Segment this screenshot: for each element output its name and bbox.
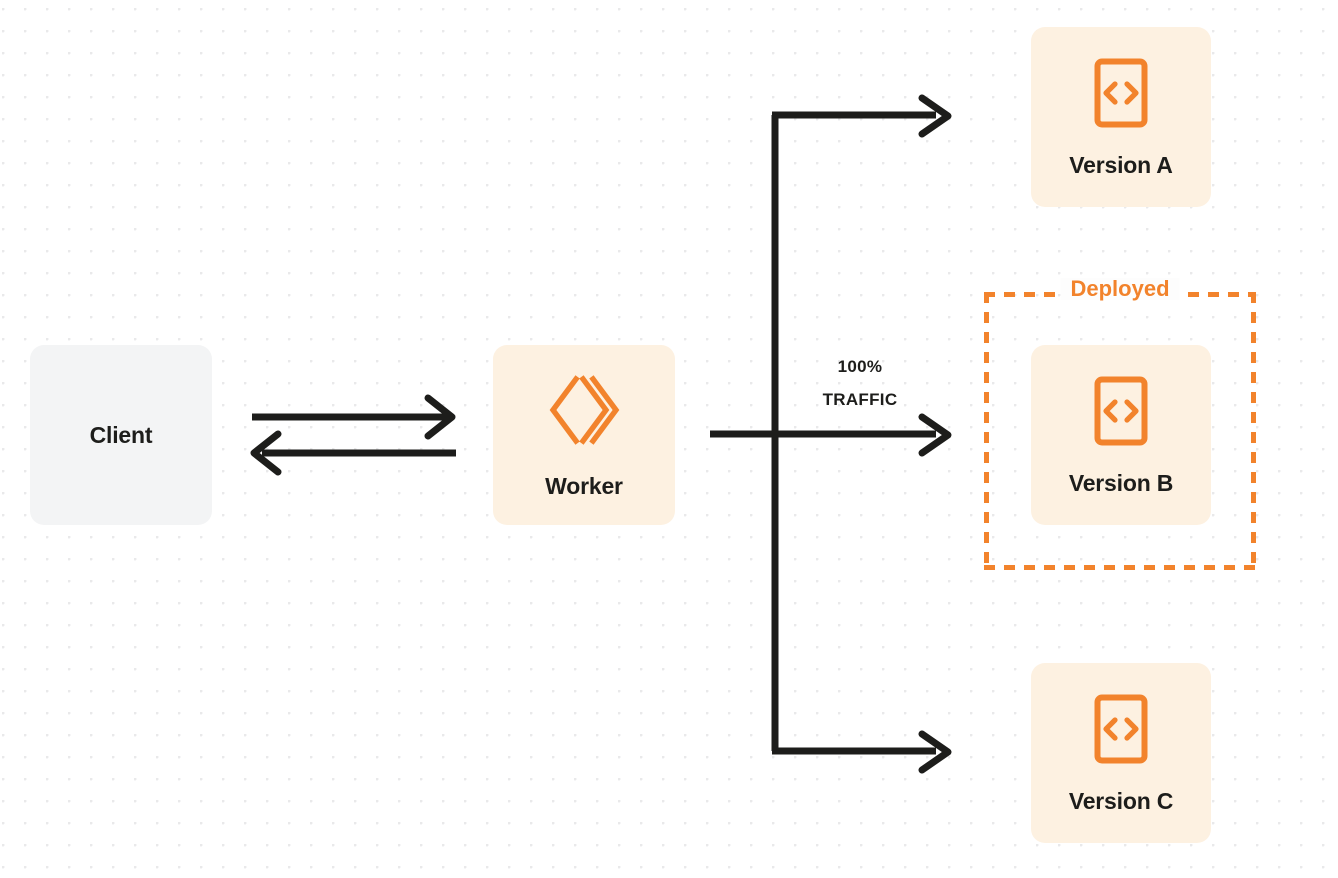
node-version-a[interactable]: Version A bbox=[1031, 27, 1211, 207]
deployed-badge-label: Deployed bbox=[1060, 278, 1180, 300]
edge-client-to-worker-arrowhead bbox=[424, 394, 456, 440]
deployed-group-frame: Deployed bbox=[984, 278, 1256, 570]
frame-right-edge bbox=[1251, 292, 1256, 570]
node-version-b-label: Version B bbox=[1068, 470, 1174, 496]
node-worker[interactable]: Worker bbox=[493, 345, 675, 525]
traffic-label: 100% TRAFFIC bbox=[795, 350, 925, 416]
node-version-a-label: Version A bbox=[1069, 152, 1173, 178]
node-client[interactable]: Client bbox=[30, 345, 212, 525]
traffic-percent-text: 100% bbox=[837, 357, 883, 376]
node-version-c-label: Version C bbox=[1068, 788, 1174, 814]
frame-left-edge bbox=[984, 292, 989, 570]
code-file-icon bbox=[1093, 57, 1149, 134]
frame-top-right-edge bbox=[1188, 292, 1256, 297]
cloudflare-workers-logo-icon bbox=[546, 372, 622, 453]
frame-top-left-edge bbox=[984, 292, 1056, 297]
node-version-c[interactable]: Version C bbox=[1031, 663, 1211, 843]
node-version-b[interactable]: Version B bbox=[1031, 345, 1211, 525]
node-client-label: Client bbox=[89, 421, 153, 448]
code-file-icon bbox=[1093, 693, 1149, 770]
edge-to-version-b-arrowhead bbox=[918, 413, 952, 457]
traffic-word-text: TRAFFIC bbox=[822, 390, 898, 410]
code-file-icon bbox=[1093, 375, 1149, 452]
edge-worker-to-client-arrowhead bbox=[250, 430, 282, 476]
frame-bottom-edge bbox=[984, 565, 1256, 570]
node-worker-label: Worker bbox=[545, 473, 623, 499]
edge-to-version-c-arrowhead bbox=[918, 730, 952, 774]
edge-to-version-a-arrowhead bbox=[918, 94, 952, 138]
